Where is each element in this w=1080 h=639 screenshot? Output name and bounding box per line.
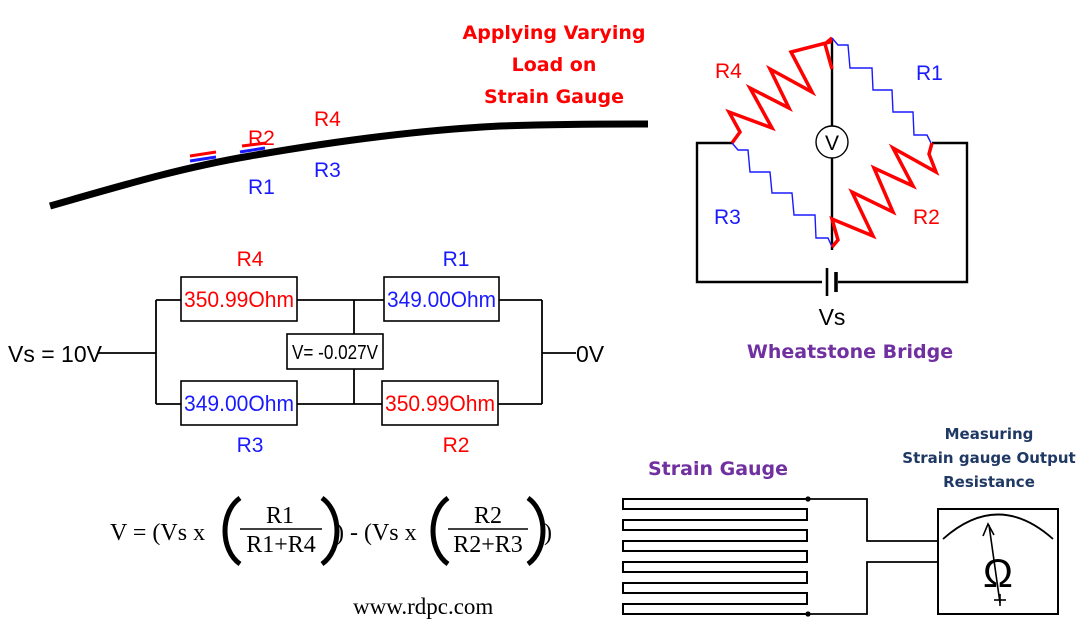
formula-mid: ) - (Vs x (336, 520, 417, 546)
resistor-value-r1: 349.00Ohm (387, 287, 496, 312)
gauge-r1-mark (189, 155, 217, 163)
bridge-left-wire (695, 141, 822, 284)
meter-title-line-2: Strain gauge Output (902, 449, 1075, 467)
beam-illustration: R2 R1 R4 R3 (49, 108, 649, 210)
bridge-label-r1: R1 (916, 62, 943, 85)
beam-label-r3: R3 (314, 159, 341, 182)
resistor-circuit: Vs = 10V 0V R4 350.99Ohm R1 349.00Ohm 34… (8, 248, 605, 457)
ohmmeter-scale-arc (942, 513, 1054, 540)
bridge-resistor-r1 (831, 37, 932, 144)
strain-gauge-section: Strain Gauge Measuring Strain gauge Outp… (622, 425, 1076, 617)
gauge-r4-mark (241, 141, 267, 148)
resistor-box-r3 (180, 380, 298, 426)
formula-end: ) (544, 520, 552, 546)
formula-frac1-num: R1 (266, 503, 294, 529)
meter-title-line-1: Measuring (945, 425, 1034, 443)
circuit-label-r3: R3 (237, 434, 264, 457)
beam-label-r2: R2 (248, 127, 275, 150)
needle-arrowhead (982, 522, 995, 537)
bridge-label-r3: R3 (714, 206, 741, 229)
formula-lhs: V = (Vs x (110, 520, 205, 546)
circuit-label-r1: R1 (443, 248, 470, 271)
bent-beam (49, 120, 649, 210)
load-title: Applying Varying Load on Strain Gauge (463, 22, 646, 108)
formula-paren-open-2 (430, 495, 450, 567)
formula-frac1-den: R1+R4 (246, 532, 316, 558)
strain-gauge-foil-grid (622, 498, 808, 615)
beam-label-r4: R4 (314, 108, 341, 131)
formula-paren-close-1 (320, 495, 340, 567)
resistor-value-r2: 350.99Ohm (385, 391, 495, 416)
ground-voltage-label: 0V (576, 341, 605, 367)
gauge-r3-mark (239, 146, 266, 154)
formula-paren-open-1 (222, 495, 242, 567)
website-url[interactable]: www.rdpc.com (353, 594, 493, 619)
bridge-source-label: Vs (819, 304, 846, 330)
voltage-readout-box (286, 333, 384, 370)
meter-lead-bottom (808, 561, 938, 615)
bridge-formula: V = (Vs x R1 R1+R4 ) - (Vs x R2 R2+R3 ) (110, 495, 552, 567)
load-title-line-2: Load on (512, 54, 597, 76)
resistor-value-r3: 349.00Ohm (184, 391, 294, 416)
beam-label-r1: R1 (248, 176, 275, 199)
resistor-box-r1 (383, 276, 500, 322)
gauge-r2-mark (189, 150, 217, 158)
voltmeter-symbol: V (825, 132, 839, 155)
load-title-line-1: Applying Varying (463, 22, 646, 44)
circuit-label-r4: R4 (237, 248, 264, 271)
formula-frac2-den: R2+R3 (453, 532, 523, 558)
meter-title-line-3: Resistance (943, 473, 1035, 491)
circuit-label-r2: R2 (443, 434, 470, 457)
resistor-box-r2 (381, 380, 499, 426)
formula-paren-close-2 (526, 495, 546, 567)
bridge-label-r2: R2 (913, 206, 940, 229)
strain-gauge-title: Strain Gauge (648, 458, 788, 480)
formula-frac2-num: R2 (474, 503, 502, 529)
bridge-resistor-r3 (731, 142, 833, 248)
voltmeter-icon (815, 125, 849, 159)
ohmmeter-needle-icon (988, 524, 1001, 604)
resistor-value-r4: 350.99Ohm (184, 287, 294, 312)
bridge-label-r4: R4 (715, 60, 742, 83)
source-voltage-label: Vs = 10V (8, 341, 103, 367)
meter-lead-top (808, 498, 938, 542)
bridge-resistor-r2 (829, 142, 940, 249)
bridge-resistor-r4 (725, 36, 834, 145)
wheatstone-bridge: V R4 R1 R3 R2 Vs Wheatstone Bridge (695, 36, 969, 363)
load-title-line-3: Strain Gauge (484, 86, 624, 108)
voltage-readout: V= -0.027V (292, 342, 379, 364)
bridge-caption: Wheatstone Bridge (747, 341, 953, 363)
resistor-box-r4 (180, 276, 298, 322)
bridge-right-wire (838, 141, 969, 284)
